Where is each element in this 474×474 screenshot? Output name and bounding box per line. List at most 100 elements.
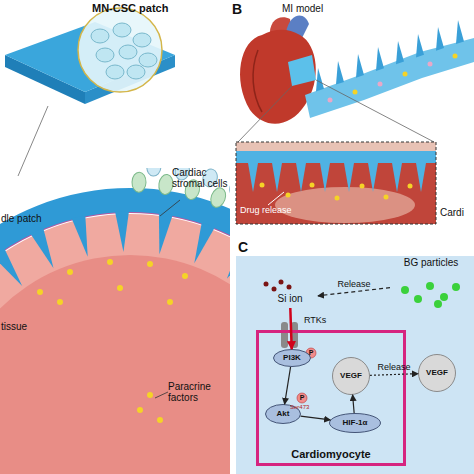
node-text: Si ion (277, 294, 302, 305)
paracrine-dot (137, 407, 143, 413)
molecule-ellipse: HIF-1α (329, 413, 381, 433)
panel-title: MN-CSC patch (92, 3, 212, 15)
cell-dot (453, 54, 458, 59)
cell-box: CardiomyocytePI3KAktHIF-1αVEGF (256, 330, 406, 466)
si-ion-dot (279, 280, 284, 285)
needle (456, 20, 464, 44)
paracrine-dot (67, 269, 73, 275)
node-text: BG particles (404, 258, 458, 269)
edge-label: Release (329, 280, 379, 289)
zoom-line (18, 106, 48, 176)
cell (119, 45, 137, 59)
cell (91, 29, 109, 43)
leader-line (155, 392, 168, 398)
zoom-view (0, 168, 230, 474)
node-text: VEGF (426, 369, 448, 377)
phospho-mark: P (297, 394, 307, 401)
microneedle-patch (305, 38, 474, 118)
needle (320, 163, 330, 192)
cell-dot (328, 98, 333, 103)
heart-vessel (253, 50, 262, 112)
si-ion-dot (264, 282, 269, 287)
heart-tissue (0, 214, 230, 474)
needle (0, 248, 28, 290)
cell (113, 23, 131, 37)
part-name: MI model (282, 4, 352, 15)
node-text: PI3K (283, 354, 301, 362)
cell (106, 65, 124, 79)
receptor-symbol (291, 322, 298, 348)
needle (248, 163, 258, 192)
needle (272, 163, 282, 192)
si-ion-dot (287, 285, 292, 290)
drug-dot (408, 184, 413, 189)
cell (139, 53, 157, 67)
molecule-ellipse: PI3K (273, 349, 311, 367)
needle (152, 213, 172, 256)
panel-background (236, 256, 474, 474)
needle (416, 34, 424, 58)
needles (0, 168, 230, 290)
cell-dot (353, 90, 358, 95)
leader-line (160, 200, 180, 216)
arrow-connector (318, 288, 390, 296)
cell-dot (403, 72, 408, 77)
needle (416, 163, 426, 192)
heart (240, 30, 316, 124)
inset-frame (236, 142, 436, 224)
arrow-connector (353, 395, 355, 413)
cell-dot (378, 82, 383, 87)
needle (356, 54, 364, 78)
edge-label: Release (369, 363, 419, 372)
node-shape (274, 350, 311, 367)
node-text: HIF-1α (343, 419, 368, 427)
part-name: dle patch (1, 214, 61, 225)
inset (236, 142, 436, 224)
cell (158, 174, 175, 196)
part-name: Drug release (240, 206, 310, 215)
paracrine-dot (167, 299, 173, 305)
inset-tissue (236, 142, 436, 224)
patch-band (236, 151, 436, 163)
node-text: VEGF (340, 372, 362, 380)
ion-group: Si ion (262, 290, 318, 308)
tissue-surface (0, 212, 230, 474)
bg-particle (414, 295, 422, 303)
paracrine-dot (182, 273, 188, 279)
part-name: tissue (1, 322, 51, 333)
node-shape (419, 355, 456, 392)
bg-particle (401, 286, 409, 294)
paracrine-dot (37, 289, 43, 295)
node-text: Cardiomyocyte (291, 449, 370, 461)
node-shape (330, 414, 381, 433)
zoom-line (316, 80, 434, 142)
panel-letter: B (232, 2, 248, 17)
paracrine-dot (107, 259, 113, 265)
drug-dot (335, 196, 340, 201)
needle (188, 222, 215, 265)
heart-tissue-inner (0, 255, 230, 474)
vesicle-circle: VEGF (332, 357, 370, 395)
paracrine-dot (157, 417, 163, 423)
arrow-connector (290, 308, 291, 349)
cell-dot (428, 62, 433, 67)
part-name: Cardi (440, 208, 474, 219)
paracrine-dot (57, 299, 63, 305)
cell (127, 65, 145, 79)
receptor-name: RTKs (304, 316, 338, 325)
needle (396, 41, 404, 64)
residue-name: Ser473 (290, 404, 320, 410)
cell (96, 48, 114, 62)
arrow-connector (301, 416, 331, 420)
arrow-connector (370, 374, 418, 376)
needle (368, 163, 378, 192)
particle-group: BG particles (390, 258, 472, 308)
needle (336, 61, 344, 85)
pericardium (236, 142, 436, 151)
cell (208, 186, 228, 210)
zoom-line (238, 86, 292, 142)
infarct-zone (275, 187, 415, 223)
